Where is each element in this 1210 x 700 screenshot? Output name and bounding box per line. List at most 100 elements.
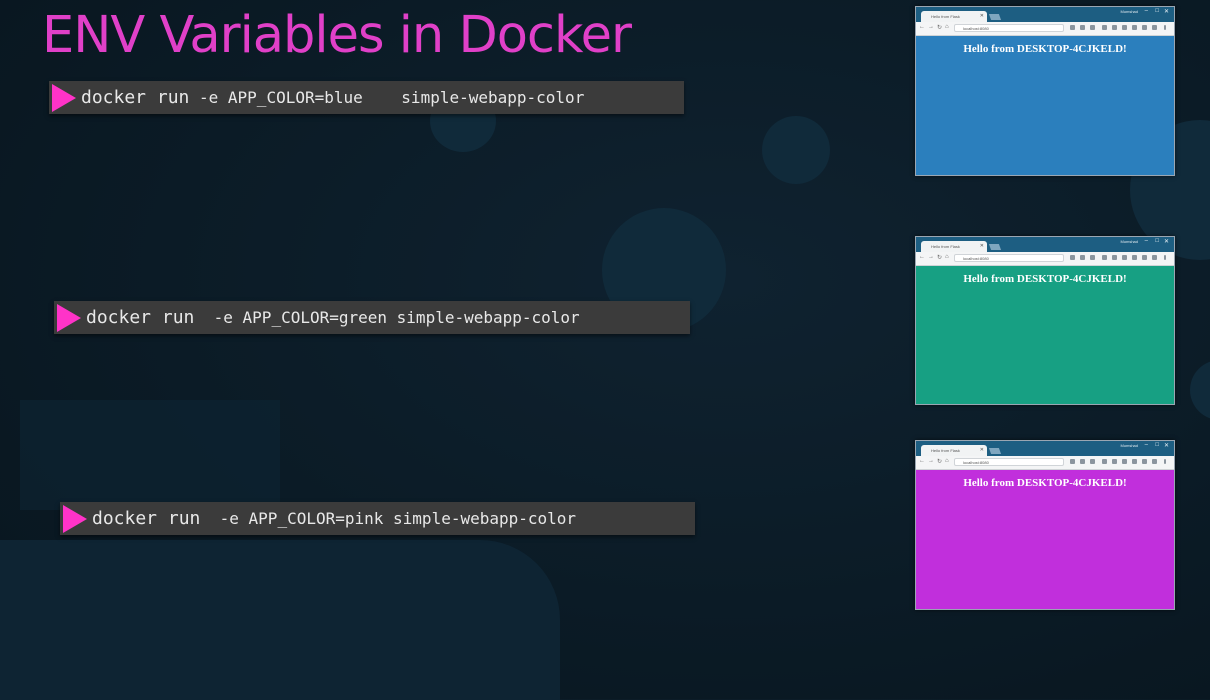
reload-icon[interactable]: ↻ [937,255,943,261]
command-head: docker run [92,508,201,529]
browser-toolbar: ← → ↻ ⌂ localhost:8080 [916,252,1174,266]
close-icon[interactable]: ✕ [979,447,984,453]
new-tab-button[interactable] [988,448,1002,454]
slide-title: ENV Variables in Docker [42,6,632,65]
extension-icon[interactable] [1152,255,1157,260]
back-icon[interactable]: ← [919,254,925,260]
hello-message: Hello from DESKTOP-4CJKELD! [963,43,1127,55]
command-bar-pink: docker run -e APP_COLOR=pink simple-weba… [60,502,695,535]
command-args: -e APP_COLOR=pink simple-webapp-color [200,509,577,528]
browser-tab[interactable]: Hello from Flask ✕ [921,11,987,22]
browser-toolbar: ← → ↻ ⌂ localhost:8080 [916,456,1174,470]
home-icon[interactable]: ⌂ [945,24,949,30]
minimize-icon[interactable]: – [1144,238,1148,244]
browser-tab[interactable]: Hello from Flask ✕ [921,445,987,456]
extension-icon[interactable] [1112,255,1117,260]
close-icon[interactable]: ✕ [979,13,984,19]
browser-window-green: Hello from Flask ✕ Mumshad – □ ✕ ← → ↻ ⌂… [915,236,1175,405]
extension-icon[interactable] [1070,459,1075,464]
extension-icon[interactable] [1070,255,1075,260]
extension-icon[interactable] [1132,255,1137,260]
extension-icon[interactable] [1112,459,1117,464]
background-circle [1190,360,1210,420]
browser-titlebar: Hello from Flask ✕ Mumshad – □ ✕ [916,441,1174,456]
extension-icon[interactable] [1132,459,1137,464]
play-icon [63,504,87,533]
extension-icon[interactable] [1090,459,1095,464]
command-bar-green: docker run -e APP_COLOR=green simple-web… [54,301,690,334]
background-circle [762,116,830,184]
maximize-icon[interactable]: □ [1155,238,1159,244]
extension-icon[interactable] [1122,25,1127,30]
extension-icon[interactable] [1090,255,1095,260]
forward-icon[interactable]: → [928,458,934,464]
extension-icon[interactable] [1122,255,1127,260]
close-icon[interactable]: ✕ [979,243,984,249]
new-tab-button[interactable] [988,244,1002,250]
browser-window-pink: Hello from Flask ✕ Mumshad – □ ✕ ← → ↻ ⌂… [915,440,1175,610]
extension-icon[interactable] [1070,25,1075,30]
command-args: -e APP_COLOR=green simple-webapp-color [194,308,580,327]
background-whale [0,540,560,700]
profile-name: Mumshad [1120,239,1138,244]
play-icon [57,303,81,332]
address-bar[interactable]: localhost:8080 [954,458,1064,466]
reload-icon[interactable]: ↻ [937,25,943,31]
extension-icon[interactable] [1080,25,1085,30]
command-head: docker run [86,307,195,328]
command-head: docker run [81,87,190,108]
extension-icon[interactable] [1152,25,1157,30]
extension-icon[interactable] [1142,25,1147,30]
maximize-icon[interactable]: □ [1155,442,1159,448]
tab-title: Hello from Flask [931,244,960,249]
profile-name: Mumshad [1120,9,1138,14]
profile-name: Mumshad [1120,443,1138,448]
address-bar[interactable]: localhost:8080 [954,24,1064,32]
close-icon[interactable]: ✕ [1163,9,1169,15]
browser-window-blue: Hello from Flask ✕ Mumshad – □ ✕ ← → ↻ ⌂… [915,6,1175,176]
play-icon [52,83,76,112]
page-content: Hello from DESKTOP-4CJKELD! [916,470,1174,609]
tab-title: Hello from Flask [931,14,960,19]
command-args: -e APP_COLOR=blue simple-webapp-color [189,88,585,107]
minimize-icon[interactable]: – [1144,442,1148,448]
minimize-icon[interactable]: – [1144,8,1148,14]
home-icon[interactable]: ⌂ [945,254,949,260]
reload-icon[interactable]: ↻ [937,459,943,465]
tab-title: Hello from Flask [931,448,960,453]
forward-icon[interactable]: → [928,24,934,30]
forward-icon[interactable]: → [928,254,934,260]
extension-icon[interactable] [1142,459,1147,464]
command-bar-blue: docker run -e APP_COLOR=blue simple-weba… [49,81,684,114]
menu-icon[interactable] [1164,255,1166,260]
extension-icon[interactable] [1102,459,1107,464]
home-icon[interactable]: ⌂ [945,458,949,464]
address-bar[interactable]: localhost:8080 [954,254,1064,262]
extension-icon[interactable] [1122,459,1127,464]
background-containers [20,400,280,510]
new-tab-button[interactable] [988,14,1002,20]
menu-icon[interactable] [1164,25,1166,30]
extension-icon[interactable] [1080,459,1085,464]
page-content: Hello from DESKTOP-4CJKELD! [916,266,1174,404]
browser-toolbar: ← → ↻ ⌂ localhost:8080 [916,22,1174,36]
hello-message: Hello from DESKTOP-4CJKELD! [963,477,1127,489]
extension-icon[interactable] [1102,255,1107,260]
maximize-icon[interactable]: □ [1155,8,1159,14]
extension-icon[interactable] [1152,459,1157,464]
extension-icon[interactable] [1142,255,1147,260]
extension-icon[interactable] [1132,25,1137,30]
back-icon[interactable]: ← [919,458,925,464]
browser-tab[interactable]: Hello from Flask ✕ [921,241,987,252]
extension-icon[interactable] [1112,25,1117,30]
menu-icon[interactable] [1164,459,1166,464]
extension-icon[interactable] [1080,255,1085,260]
extension-icon[interactable] [1090,25,1095,30]
browser-titlebar: Hello from Flask ✕ Mumshad – □ ✕ [916,237,1174,252]
browser-titlebar: Hello from Flask ✕ Mumshad – □ ✕ [916,7,1174,22]
close-icon[interactable]: ✕ [1163,443,1169,449]
extension-icon[interactable] [1102,25,1107,30]
close-icon[interactable]: ✕ [1163,239,1169,245]
back-icon[interactable]: ← [919,24,925,30]
hello-message: Hello from DESKTOP-4CJKELD! [963,273,1127,285]
